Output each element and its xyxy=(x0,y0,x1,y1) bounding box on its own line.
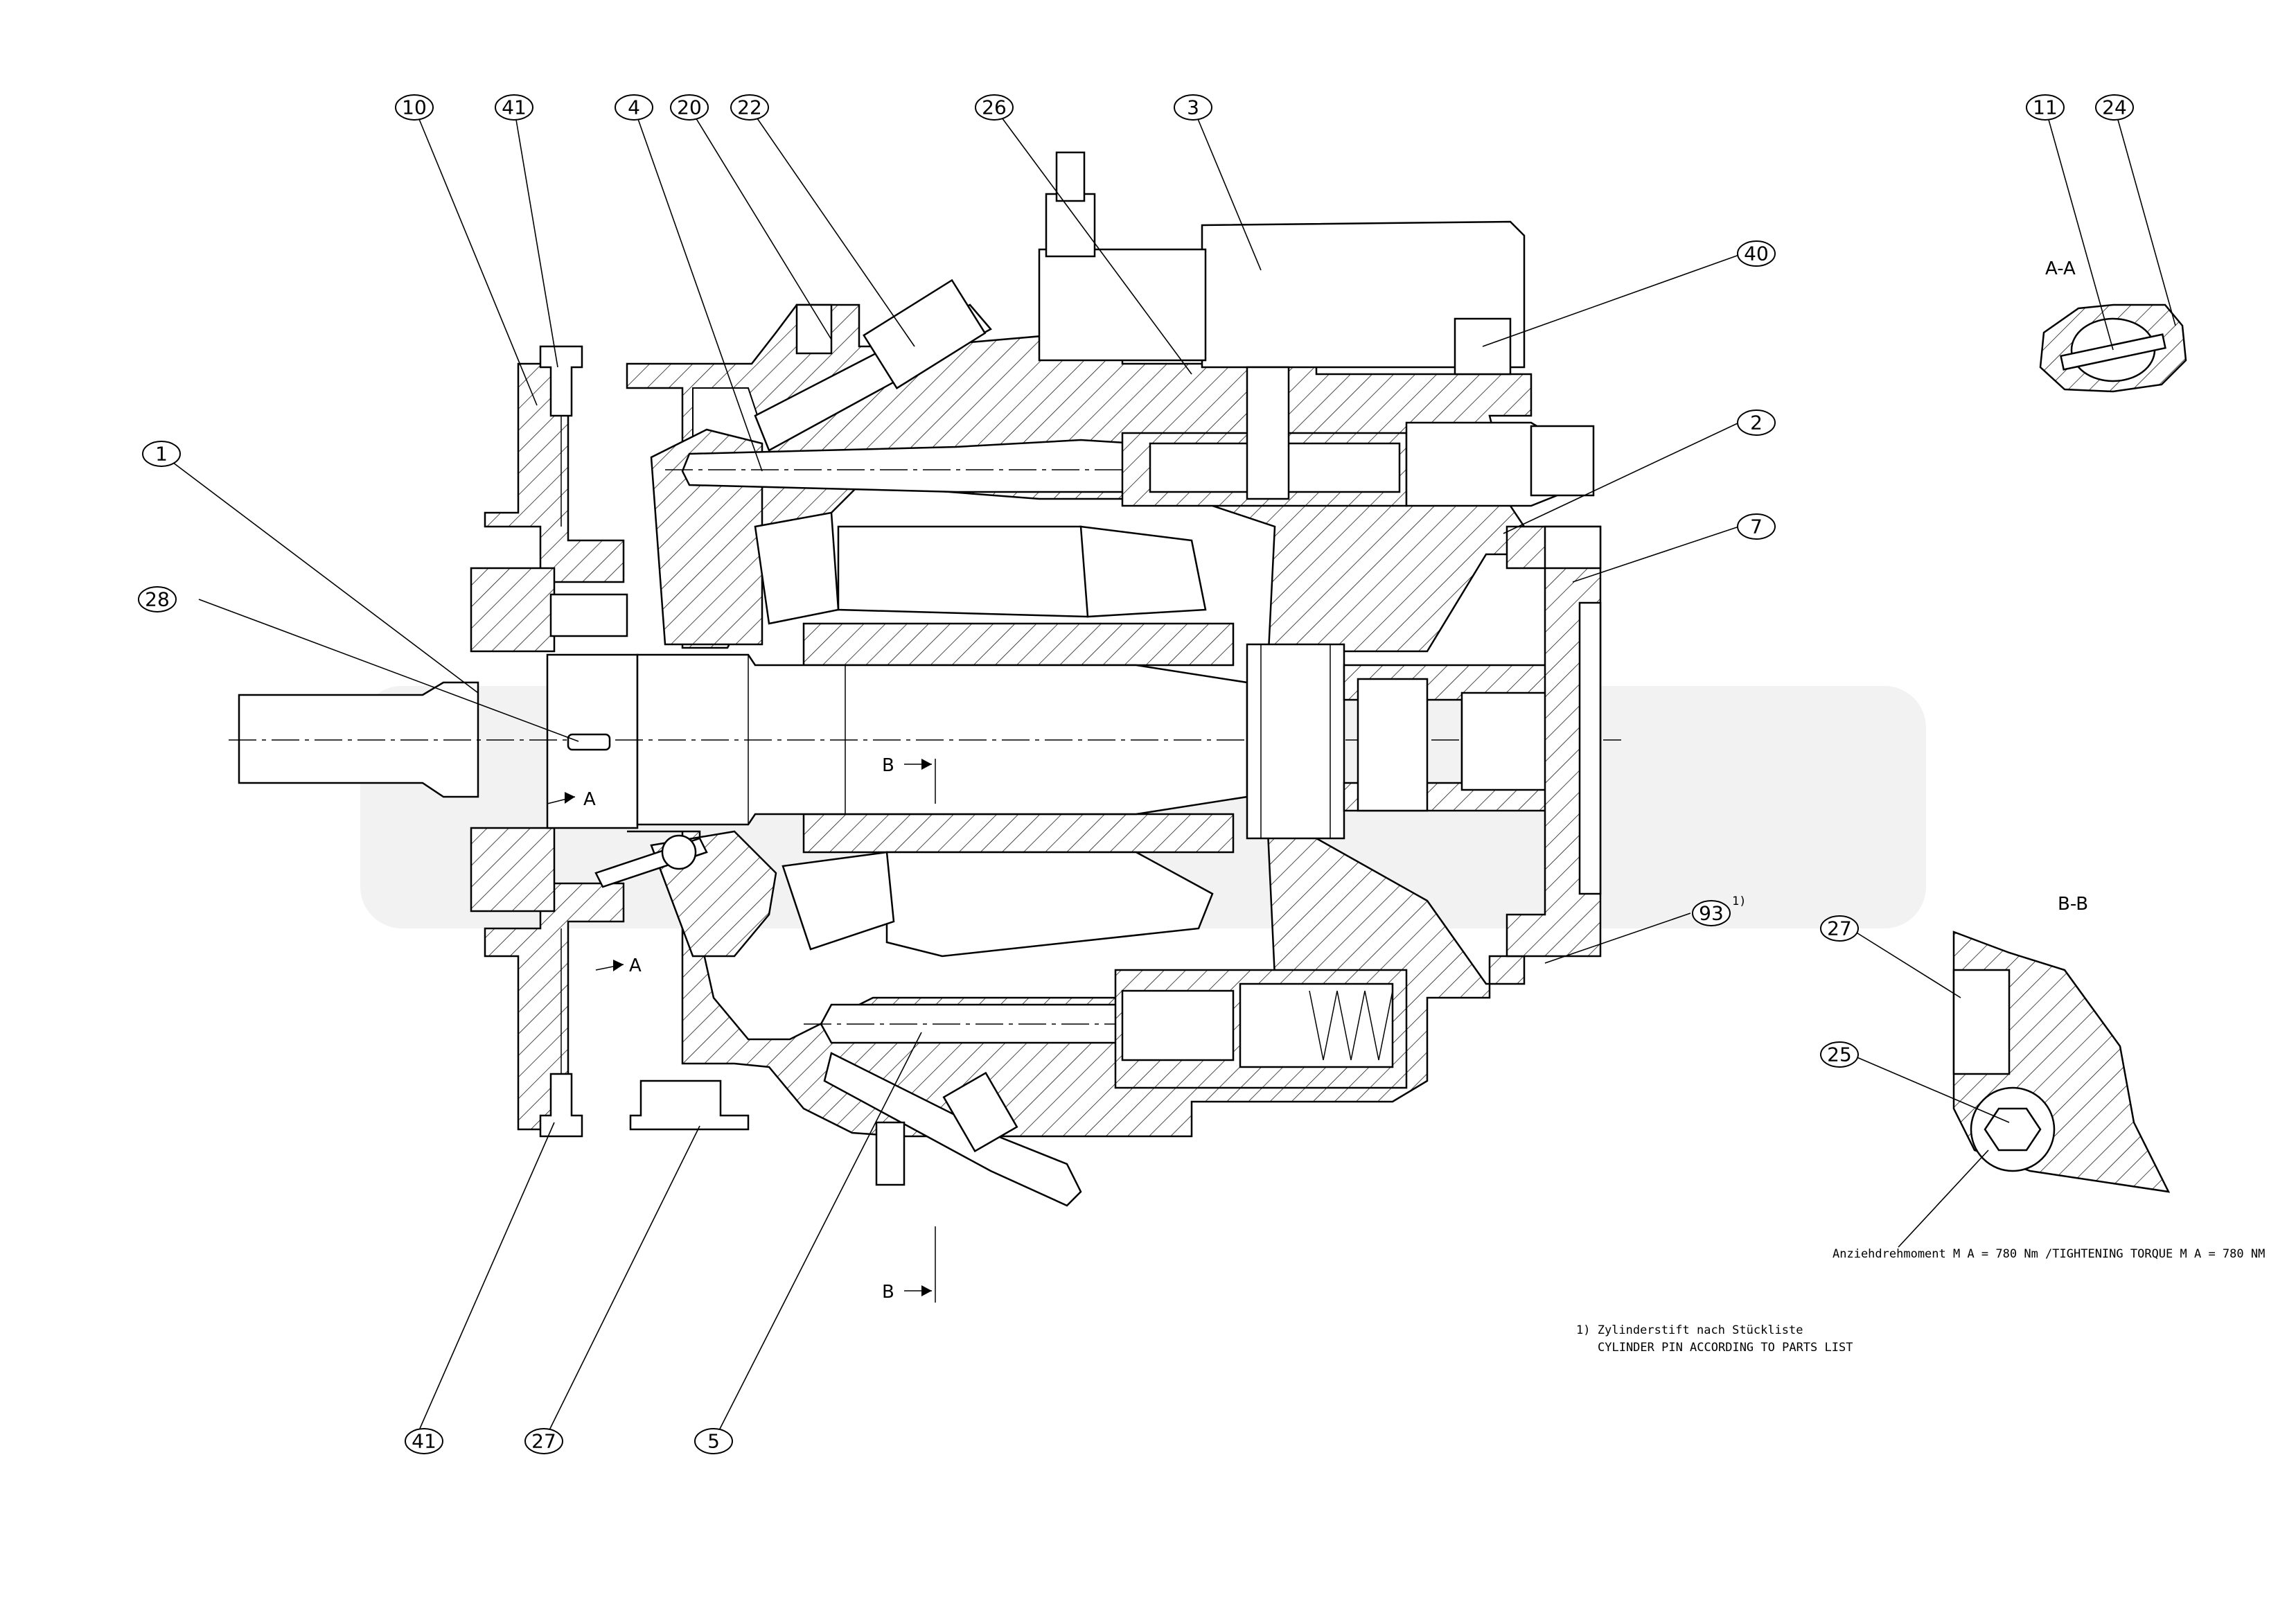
callout-4: 4 xyxy=(615,94,653,121)
inclined-pin-lower xyxy=(823,1052,1082,1207)
svg-text:27: 27 xyxy=(531,1430,556,1453)
svg-text:3: 3 xyxy=(1187,96,1199,119)
svg-text:28: 28 xyxy=(145,588,170,611)
callout-27-detail: 27 xyxy=(1820,915,1859,942)
slipper-upper xyxy=(754,511,840,625)
callout-27-lower: 27 xyxy=(524,1428,563,1454)
footnote-marker: 1) xyxy=(1732,894,1746,908)
valve-seat xyxy=(1454,317,1512,376)
svg-text:26: 26 xyxy=(982,96,1007,119)
callout-41-upper: 41 xyxy=(495,94,533,121)
port-plate-seal xyxy=(1578,601,1602,895)
piston-upper-head xyxy=(1079,525,1207,618)
lever-eye xyxy=(661,834,697,870)
callout-7: 7 xyxy=(1737,513,1776,540)
section-marks: A A B B xyxy=(547,755,936,1303)
cylinder-block xyxy=(802,622,1235,667)
callout-28: 28 xyxy=(138,586,177,612)
slipper-lower xyxy=(781,851,895,951)
svg-text:93: 93 xyxy=(1699,902,1724,925)
piston-upper xyxy=(837,525,1089,618)
callout-11: 11 xyxy=(2026,94,2065,121)
callout-2: 2 xyxy=(1737,409,1776,436)
control-valve-body xyxy=(1038,248,1207,362)
svg-text:7: 7 xyxy=(1750,515,1763,538)
adjust-nut xyxy=(1045,193,1096,258)
detail-aa-title: A-A xyxy=(2045,258,2076,279)
plug-screw-right xyxy=(1530,425,1595,497)
footnote-line-2: CYLINDER PIN ACCORDING TO PARTS LIST xyxy=(1598,1341,1853,1355)
torque-note: Anziehdrehmoment M A = 780 Nm /TIGHTENIN… xyxy=(1833,1247,2265,1261)
callout-25: 25 xyxy=(1820,1041,1859,1068)
shaft-spline xyxy=(1246,643,1345,840)
svg-text:2: 2 xyxy=(1750,412,1763,434)
lower-screw xyxy=(875,1121,906,1186)
leader-lines xyxy=(161,107,2176,1442)
svg-text:25: 25 xyxy=(1827,1043,1852,1066)
svg-text:10: 10 xyxy=(402,96,427,119)
callout-22: 22 xyxy=(730,94,769,121)
piston-lower xyxy=(885,851,1214,958)
spring-seat xyxy=(1121,989,1235,1061)
section-mark-a-lower: A xyxy=(629,955,642,976)
callout-1: 1 xyxy=(142,441,181,467)
svg-text:5: 5 xyxy=(707,1430,720,1453)
callout-26: 26 xyxy=(975,94,1014,121)
seal-housing-upper xyxy=(470,567,556,653)
bearing-race-upper xyxy=(549,593,628,637)
rear-bore xyxy=(1460,691,1553,791)
seal-housing-lower xyxy=(470,827,556,913)
bolt-lower xyxy=(539,1073,583,1138)
dowel-pin xyxy=(567,733,611,751)
callout-10: 10 xyxy=(395,94,434,121)
detail-bb-plug xyxy=(1952,969,2011,1075)
callout-20: 20 xyxy=(670,94,709,121)
svg-text:1: 1 xyxy=(155,443,168,466)
detail-b-b: B-B xyxy=(1952,894,2171,1193)
footnote-line-1: 1) Zylinderstift nach Stückliste xyxy=(1576,1323,1803,1337)
svg-text:24: 24 xyxy=(2102,96,2127,119)
svg-text:41: 41 xyxy=(412,1430,436,1453)
section-mark-b-lower: B xyxy=(882,1282,894,1303)
callout-bubbles: 10 41 4 20 22 26 3 40 xyxy=(138,94,2134,1454)
rear-needle-bearing xyxy=(1357,678,1429,812)
adjust-screw xyxy=(1055,151,1086,202)
svg-text:22: 22 xyxy=(737,96,762,119)
cylinder-block-lower xyxy=(802,813,1235,854)
svg-text:20: 20 xyxy=(677,96,702,119)
callout-5: 5 xyxy=(694,1428,733,1454)
notes: Anziehdrehmoment M A = 780 Nm /TIGHTENIN… xyxy=(1576,1247,2265,1355)
rear-cover-screw xyxy=(1544,525,1602,570)
lower-nut xyxy=(942,1071,1018,1153)
spring-coil xyxy=(1309,990,1393,1061)
valve-spool xyxy=(1246,366,1290,500)
set-screw-20 xyxy=(863,279,987,389)
svg-text:11: 11 xyxy=(2033,96,2058,119)
bolt-upper xyxy=(539,345,583,417)
detail-a-a: A-A xyxy=(2039,258,2187,393)
drain-plug xyxy=(629,1079,750,1131)
svg-text:27: 27 xyxy=(1827,917,1852,940)
callout-41-lower: 41 xyxy=(405,1428,443,1454)
svg-text:4: 4 xyxy=(628,96,640,119)
callout-40: 40 xyxy=(1737,240,1776,267)
callout-24: 24 xyxy=(2095,94,2134,121)
svg-text:41: 41 xyxy=(502,96,527,119)
detail-bb-hex xyxy=(1984,1107,2042,1152)
callout-93: 93 1) xyxy=(1692,894,1746,926)
main-section-view xyxy=(229,151,1621,1207)
svg-text:40: 40 xyxy=(1744,243,1769,265)
callout-3: 3 xyxy=(1174,94,1212,121)
detail-bb-title: B-B xyxy=(2058,894,2088,915)
section-mark-a-upper: A xyxy=(583,789,596,810)
section-mark-b-upper: B xyxy=(882,755,894,776)
